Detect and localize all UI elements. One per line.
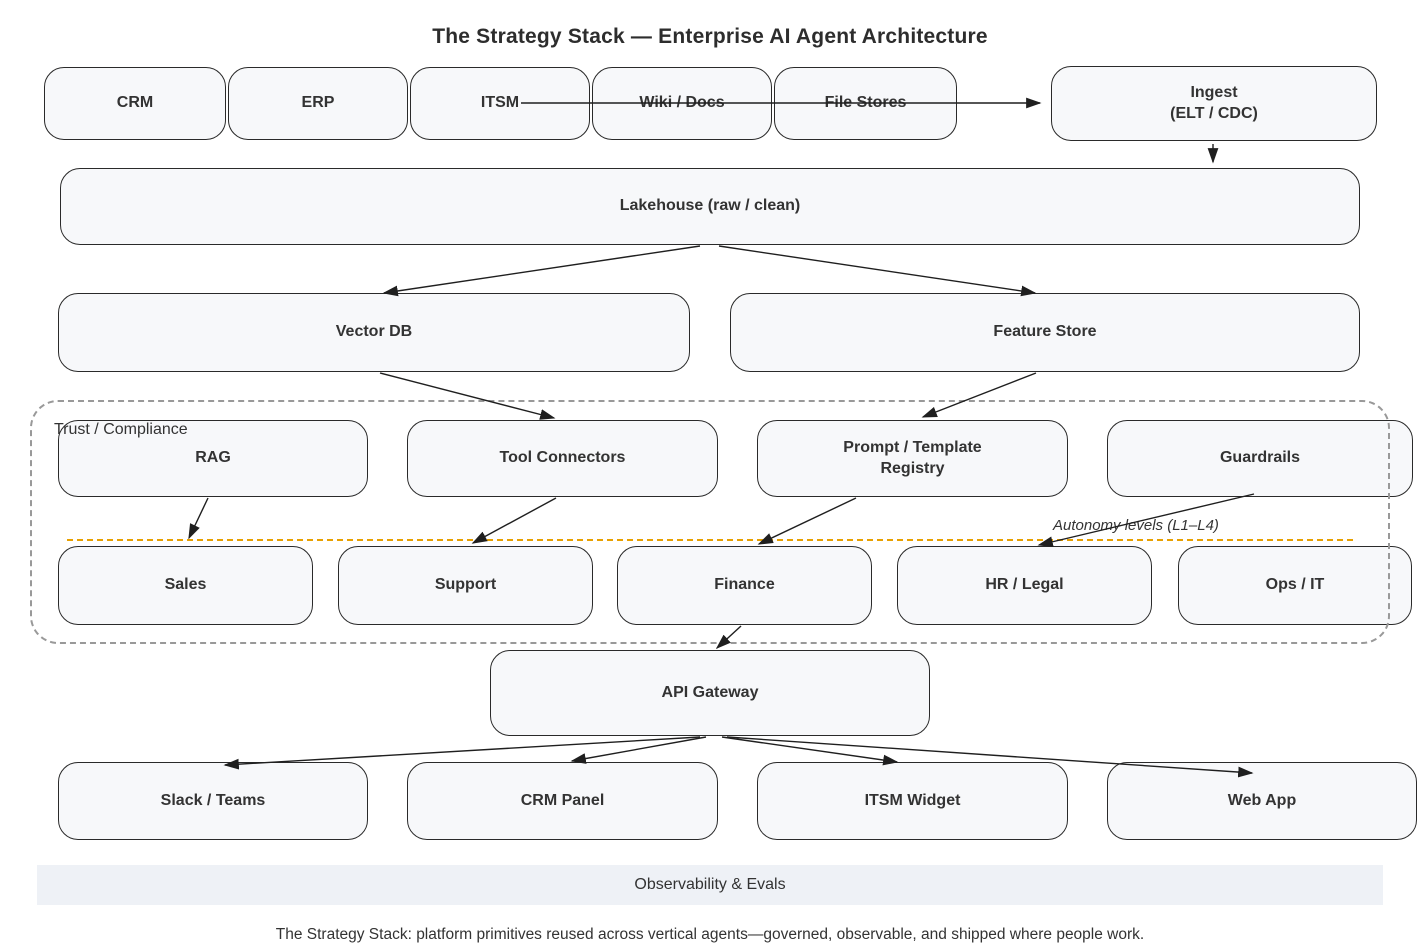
- node-crm-panel-label: CRM Panel: [520, 791, 605, 809]
- node-ops-it-agent-label: Ops / IT: [1265, 576, 1325, 594]
- node-prompt-template-registry-label: Prompt / Template Registry: [843, 438, 982, 477]
- node-lakehouse-label: Lakehouse (raw / clean): [619, 197, 801, 215]
- node-hr-legal-agent: HR / Legal: [897, 546, 1152, 625]
- node-erp: ERP: [228, 67, 408, 140]
- arrow-prompt-registry-to-finance: [757, 497, 857, 545]
- node-rag: RAG: [58, 420, 368, 497]
- node-feature-store: Feature Store: [730, 293, 1360, 372]
- trust-compliance-label: Trust / Compliance: [54, 421, 188, 438]
- diagram-caption: The Strategy Stack: platform primitives …: [275, 926, 1145, 943]
- node-wiki-docs: Wiki / Docs: [592, 67, 772, 140]
- arrow-api-gateway-to-slack-teams: [223, 736, 701, 770]
- node-slack-teams: Slack / Teams: [58, 762, 368, 840]
- node-itsm: ITSM: [410, 67, 590, 140]
- arrow-lakehouse-to-feature-store: [718, 245, 1037, 297]
- node-ingest: Ingest (ELT / CDC): [1051, 66, 1377, 141]
- node-ops-it-agent: Ops / IT: [1178, 546, 1412, 625]
- node-sales-agent: Sales: [58, 546, 313, 625]
- node-prompt-template-registry: Prompt / Template Registry: [757, 420, 1068, 497]
- node-itsm-widget-label: ITSM Widget: [864, 791, 961, 809]
- node-wiki-docs-label: Wiki / Docs: [639, 94, 725, 112]
- node-vector-db-label: Vector DB: [335, 323, 413, 341]
- node-crm-label: CRM: [116, 94, 154, 112]
- node-rag-label: RAG: [195, 449, 231, 467]
- node-slack-teams-label: Slack / Teams: [160, 791, 266, 809]
- node-support-agent: Support: [338, 546, 593, 625]
- node-api-gateway: API Gateway: [490, 650, 930, 736]
- node-web-app: Web App: [1107, 762, 1417, 840]
- node-api-gateway-label: API Gateway: [661, 683, 759, 701]
- node-tool-connectors-label: Tool Connectors: [499, 449, 626, 467]
- node-finance-agent-label: Finance: [714, 576, 775, 594]
- arrow-rag-to-sales: [188, 497, 209, 540]
- arrow-vector-db-to-tool-connectors: [379, 372, 556, 420]
- node-hr-legal-agent-label: HR / Legal: [985, 576, 1064, 594]
- node-vector-db: Vector DB: [58, 293, 690, 372]
- arrow-finance-to-api-gateway: [715, 625, 742, 650]
- node-ingest-label: Ingest (ELT / CDC): [1170, 83, 1258, 122]
- observability-evals-label: Observability & Evals: [634, 876, 786, 893]
- node-web-app-label: Web App: [1227, 791, 1297, 809]
- arrow-tool-connectors-to-support: [471, 497, 557, 544]
- node-finance-agent: Finance: [617, 546, 872, 625]
- observability-evals-bar: Observability & Evals: [37, 865, 1383, 905]
- node-itsm-label: ITSM: [480, 94, 520, 112]
- node-file-stores: File Stores: [774, 67, 957, 140]
- autonomy-levels-label: Autonomy levels (L1–L4): [1053, 517, 1219, 534]
- node-crm-panel: CRM Panel: [407, 762, 718, 840]
- node-file-stores-label: File Stores: [824, 94, 907, 112]
- arrow-api-gateway-to-itsm-widget: [721, 736, 899, 766]
- node-itsm-widget: ITSM Widget: [757, 762, 1068, 840]
- diagram-title: The Strategy Stack — Enterprise AI Agent…: [432, 25, 988, 48]
- node-support-agent-label: Support: [434, 576, 497, 594]
- node-guardrails-label: Guardrails: [1219, 449, 1301, 467]
- node-crm: CRM: [44, 67, 226, 140]
- node-sales-agent-label: Sales: [164, 576, 207, 594]
- arrow-feature-store-to-prompt-registry: [921, 372, 1037, 418]
- arrow-lakehouse-to-vector-db: [382, 245, 701, 297]
- node-tool-connectors: Tool Connectors: [407, 420, 718, 497]
- node-guardrails: Guardrails: [1107, 420, 1413, 497]
- node-lakehouse: Lakehouse (raw / clean): [60, 168, 1360, 245]
- arrow-api-gateway-to-crm-panel: [570, 736, 707, 764]
- node-feature-store-label: Feature Store: [993, 323, 1097, 341]
- node-erp-label: ERP: [301, 94, 335, 112]
